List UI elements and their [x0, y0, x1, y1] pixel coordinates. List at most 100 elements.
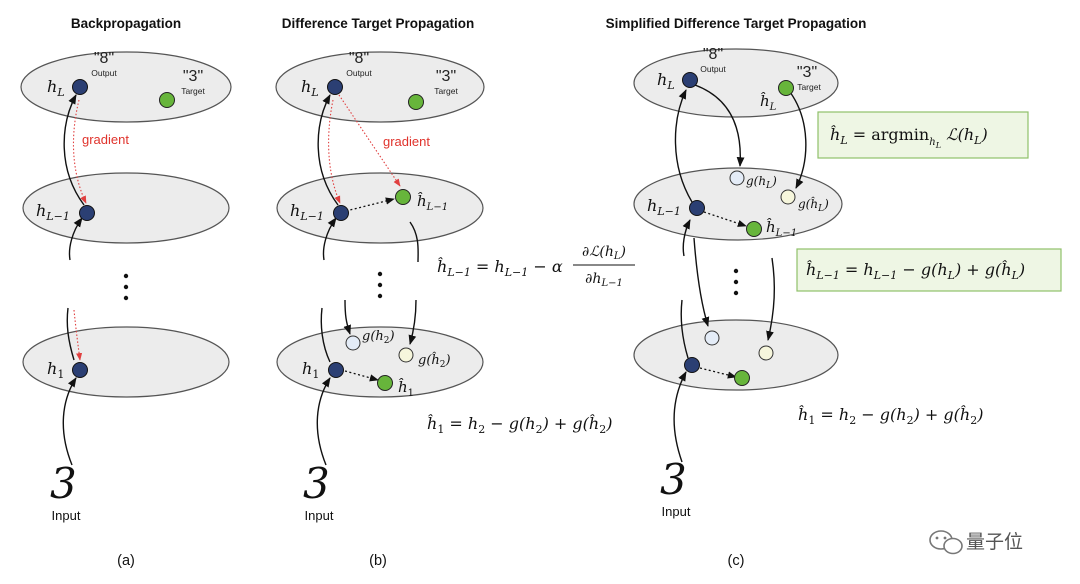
panel-a-gradient-arrow-top	[72, 99, 87, 204]
panel-c-ellipsis-dot	[733, 279, 739, 285]
panel-b-first-target-node	[377, 375, 393, 391]
panel-b-hidden-layer	[276, 172, 484, 244]
panel-b-backward-arrow-right	[409, 221, 419, 263]
panel-b: "8" Output "3" Target gradient hL hL−1 ĥ…	[275, 50, 635, 569]
panel-c-input-label: Input	[662, 504, 691, 519]
panel-b-first-node	[328, 362, 344, 378]
panel-c-target-quote: "3"	[797, 64, 817, 81]
panel-a-output-quote: "8"	[94, 50, 114, 67]
panel-b-output-quote: "8"	[349, 50, 369, 67]
panel-c-title: Simplified Difference Target Propagation	[606, 16, 867, 31]
panel-c-forward-arrow-low	[680, 299, 689, 359]
panel-c-input-arrow	[673, 371, 687, 463]
svg-text:ĥL−1 = hL−1 − α: ĥL−1 = hL−1 − α	[437, 256, 563, 279]
panel-b-target-quote: "3"	[436, 68, 456, 85]
panel-c-forward-arrow-top	[674, 89, 693, 203]
panel-a-input-arrow	[62, 377, 77, 466]
panel-b-first-shift-arrow	[344, 370, 379, 382]
panel-c-caption: (c)	[728, 553, 745, 569]
panel-c-output-node	[682, 72, 698, 88]
panel-b-gradient-arrow	[328, 99, 341, 204]
panel-c-ellipsis-dot	[733, 290, 739, 296]
panel-c-target-equation: ĥL = argminhL ℒ(hL)	[817, 111, 1029, 159]
panel-b-ellipsis-dot	[377, 293, 383, 299]
panel-b-ellipsis-dot	[377, 282, 383, 288]
panel-c-hidden-node	[689, 200, 705, 216]
panel-a-forward-arrow-mid	[68, 217, 83, 261]
wechat-icon	[929, 530, 963, 555]
panel-b-input-label: Input	[305, 508, 334, 523]
panel-c-first-layer-equation: ĥ1 = h2 − g(h2) + g(ĥ2)	[798, 404, 983, 427]
panel-b-hidden-node	[333, 205, 349, 221]
panel-a-gradient-label: gradient	[82, 132, 129, 147]
panel-c-first-node	[684, 357, 700, 373]
panel-b-hidden-target-node	[395, 189, 411, 205]
svg-text:∂ℒ(hL): ∂ℒ(hL)	[582, 244, 626, 262]
panel-b-forward-arrow-mid	[322, 217, 337, 261]
panel-c-output-quote: "8"	[703, 46, 723, 63]
panel-c-hidden-target-node	[746, 221, 762, 237]
panel-b-input-digit: 3	[303, 459, 330, 508]
panel-b-g-arrow-right	[408, 299, 417, 345]
panel-c-forward-arrow-mid	[682, 219, 691, 257]
panel-c-output-layer	[633, 48, 839, 118]
svg-text:ĥL−1 = hL−1 − g(hL) + g(ĥL): ĥL−1 = hL−1 − g(hL) + g(ĥL)	[806, 259, 1025, 282]
panel-a-hidden-node	[79, 205, 95, 221]
panel-a-target-quote: "3"	[183, 68, 203, 85]
panel-c: "8" Output "3" Target hL ĥL g(hL) g(ĥL) …	[633, 46, 1062, 569]
panel-a-forward-arrow-low	[66, 307, 75, 361]
panel-b-ellipsis-dot	[377, 271, 383, 277]
panel-a-target-node	[159, 92, 175, 108]
panel-b-title: Difference Target Propagation	[282, 16, 475, 31]
panel-b-target-word: Target	[434, 86, 458, 96]
panel-c-input-digit: 3	[660, 455, 687, 504]
panel-b-label-g-hat-h2: g(ĥ2)	[418, 352, 451, 370]
panel-c-g-arrow-right	[766, 257, 776, 341]
panel-c-output-word: Output	[700, 64, 726, 74]
panel-b-input-arrow	[316, 377, 331, 466]
panel-b-g-hat-h2-node	[398, 347, 414, 363]
panel-a-output-node	[72, 79, 88, 95]
panel-a-forward-arrow-top	[63, 94, 85, 206]
panel-c-g-hL-node	[729, 170, 745, 186]
panel-a-first-node	[72, 362, 88, 378]
panel-b-output-node	[327, 79, 343, 95]
panel-a: "8" Output "3" Target gradient hL hL−1 h…	[20, 50, 232, 569]
svg-text:∂hL−1: ∂hL−1	[585, 271, 623, 289]
panel-b-label-g-h2: g(h2)	[362, 329, 395, 346]
panel-a-ellipsis-dot	[123, 295, 129, 301]
panel-c-target-node	[778, 80, 794, 96]
panel-c-first-target-node	[734, 370, 750, 386]
panel-a-caption: (a)	[117, 553, 135, 569]
watermark-text: 量子位	[966, 531, 1023, 553]
panel-b-gradient-arrow-diag	[336, 91, 401, 187]
panel-b-gradient-label: gradient	[383, 134, 430, 149]
panel-b-g-h2-node	[345, 335, 361, 351]
watermark: 量子位	[929, 530, 1023, 555]
panel-c-g-arrow-left	[693, 237, 710, 327]
panel-b-g-arrow-left	[343, 299, 351, 335]
panel-c-target-word: Target	[797, 82, 821, 92]
panel-a-hidden-layer	[22, 172, 230, 244]
panel-b-forward-arrow-low	[320, 307, 331, 363]
panel-b-forward-arrow-top	[317, 94, 339, 206]
panel-b-target-node	[408, 94, 424, 110]
panel-a-input-label: Input	[52, 508, 81, 523]
panel-c-first-shift-arrow	[699, 367, 737, 379]
panel-b-target-shift-arrow	[345, 197, 395, 212]
panel-b-output-word: Output	[346, 68, 372, 78]
panel-a-output-word: Output	[91, 68, 117, 78]
panel-c-g-hat-hL-node	[780, 189, 796, 205]
panel-c-hidden-update-equation: ĥL−1 = hL−1 − g(hL) + g(ĥL)	[796, 248, 1062, 292]
panel-b-caption: (b)	[369, 553, 387, 569]
panel-a-target-word: Target	[181, 86, 205, 96]
panel-b-hidden-update-equation: ĥL−1 = hL−1 − α ∂ℒ(hL) ∂hL−1	[437, 244, 635, 289]
panel-b-first-layer-equation: ĥ1 = h2 − g(h2) + g(ĥ2)	[427, 413, 612, 436]
panel-c-target-shift-arrow	[703, 211, 747, 227]
panel-a-gradient-arrow-low	[73, 309, 83, 361]
panel-c-g-hL-arrow	[694, 84, 745, 167]
panel-c-g-hat-h2-node	[758, 345, 774, 361]
panel-c-g-h2-node	[704, 330, 720, 346]
